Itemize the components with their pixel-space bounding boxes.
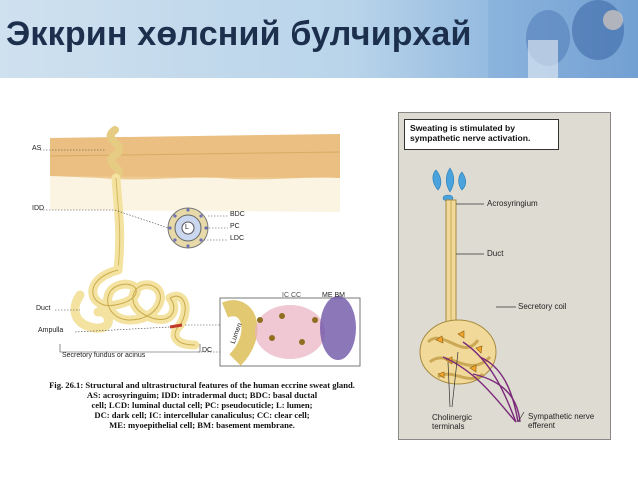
sympathetic-activation-panel (398, 112, 611, 440)
label-duct-right: Duct (487, 249, 504, 258)
label-sympathetic-nerve: Sympathetic nerve efferent (528, 412, 595, 430)
label-secretory-fundus: Secretory fundus or acinus (62, 352, 146, 359)
label-l: L (185, 224, 189, 231)
label-bdc: BDC (230, 211, 245, 218)
slide-title: Эккрин хөлсний булчирхай (6, 15, 472, 53)
header-medical-photo (488, 0, 638, 78)
sweat-gland-nerve-illustration (419, 167, 525, 423)
label-ldc: LDC (230, 235, 245, 242)
label-secretory-coil: Secretory coil (518, 302, 567, 311)
label-me-bm: ME BM (322, 292, 345, 299)
caption-line-3: DC: dark cell; IC: intercellular canalic… (94, 410, 310, 420)
label-cholinergic-terminals: Cholinergic terminals (432, 413, 473, 431)
label-duct-left: Duct (36, 305, 51, 312)
caption-title: Fig. 26.1: Structural and ultrastructura… (49, 380, 355, 390)
figure-caption: Fig. 26.1: Structural and ultrastructura… (42, 380, 362, 430)
label-as: AS (32, 145, 42, 152)
caption-line-1: AS: acrosyringuim; IDD: intradermal duct… (86, 390, 318, 400)
callout-box: Sweating is stimulated by sympathetic ne… (404, 119, 559, 150)
caption-line-2: cell; LCD: luminal ductal cell; PC: pseu… (91, 400, 313, 410)
label-idd: IDD (32, 205, 45, 212)
label-ic-cc: IC CC (282, 292, 302, 299)
label-pc: PC (230, 223, 240, 230)
slide-header: Эккрин хөлсний булчирхай (0, 0, 638, 78)
label-dc: DC (202, 347, 213, 354)
label-acrosyringium: Acrosyringium (487, 199, 538, 208)
caption-line-4: ME: myoepithelial cell; BM: basement mem… (109, 420, 295, 430)
eccrine-gland-illustration (40, 126, 361, 367)
label-ampulla: Ampulla (38, 327, 64, 334)
